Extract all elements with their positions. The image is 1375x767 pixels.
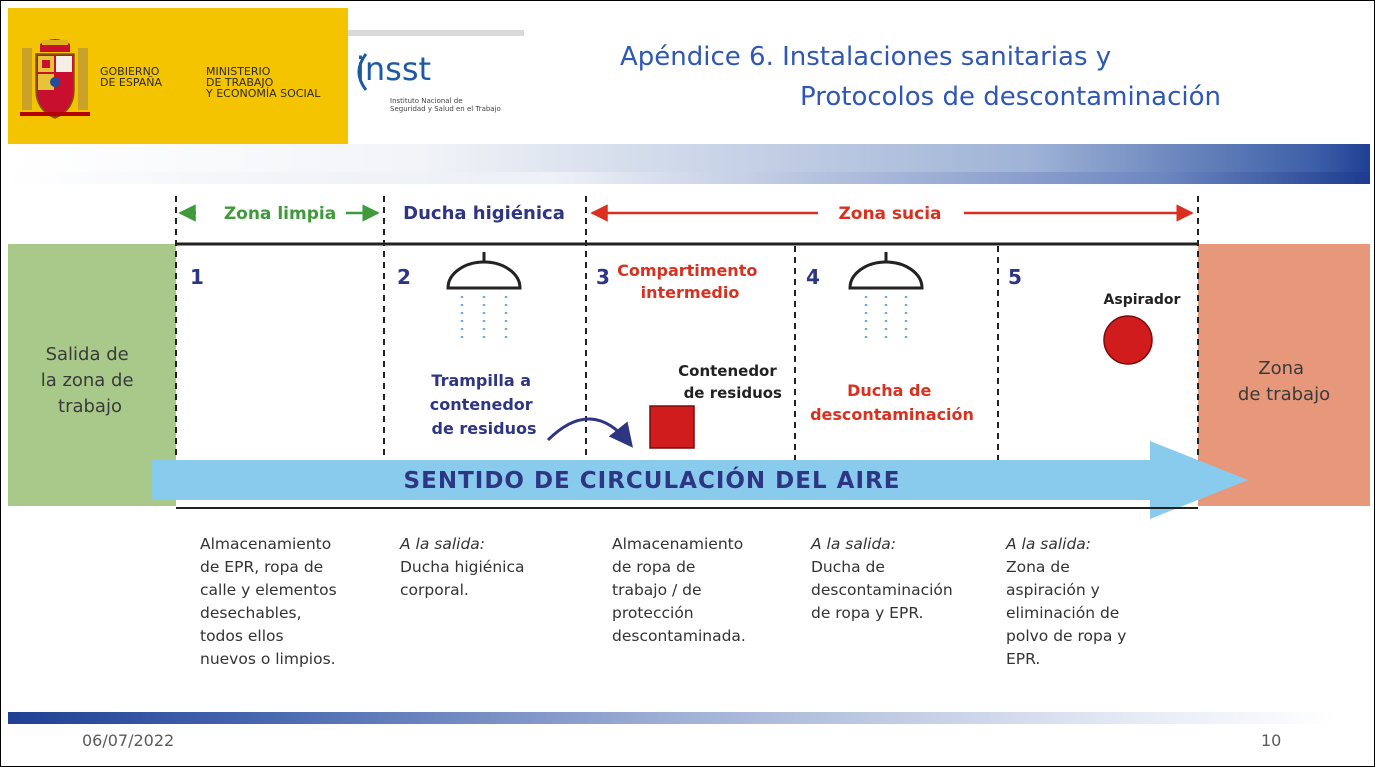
government-label: GOBIERNO DE ESPAÑA <box>100 65 163 89</box>
compartment-number-2: 2 <box>397 265 411 289</box>
exit-zone-label: Salida de la zona de trabajo <box>41 344 140 417</box>
footer-gradient-bar <box>8 712 1338 724</box>
work-zone-label: Zona de trabajo <box>1238 358 1330 405</box>
coat-of-arms-icon <box>20 39 90 119</box>
footer-date: 06/07/2022 <box>82 731 175 750</box>
compartment-number-1: 1 <box>190 265 204 289</box>
description-4: A la salida: Ducha de descontaminación d… <box>810 535 958 622</box>
page-title-line2: Protocolos de descontaminación <box>800 82 1221 112</box>
ducha-higienica-label: Ducha higiénica <box>403 203 565 224</box>
compartment-number-4: 4 <box>806 265 820 289</box>
contenedor-label: Contenedor de residuos <box>678 362 782 402</box>
header-gradient-bar <box>8 144 1370 184</box>
waste-container-icon <box>649 405 695 449</box>
insst-subtitle: Instituto Nacional de Seguridad y Salud … <box>390 97 501 113</box>
compartimento-intermedio-label: Compartimento intermedio <box>617 261 763 302</box>
exit-zone-block <box>8 244 176 506</box>
trampilla-label: Trampilla a contenedor de residuos <box>430 371 539 438</box>
description-2: A la salida: Ducha higiénica corporal. <box>399 535 529 599</box>
zona-sucia-label: Zona sucia <box>838 204 941 224</box>
compartment-number-3: 3 <box>596 265 610 289</box>
decon-shower-head-icon <box>848 252 924 290</box>
trampilla-arrow <box>546 417 633 448</box>
shower-head-icon <box>446 252 522 290</box>
insst-arc-icon <box>357 53 368 91</box>
shower-water-icon <box>460 296 508 340</box>
logo-separator <box>348 30 524 39</box>
description-5: A la salida: Zona de aspiración y elimin… <box>1005 535 1131 668</box>
decon-shower-water-icon <box>864 296 908 340</box>
air-flow-arrow <box>152 441 1248 519</box>
page-title-line1: Apéndice 6. Instalaciones sanitarias y <box>620 42 1112 72</box>
air-flow-label: SENTIDO DE CIRCULACIÓN DEL AIRE <box>404 466 901 494</box>
zona-limpia-label: Zona limpia <box>224 204 336 224</box>
insst-logo-panel <box>348 36 524 144</box>
aspirador-label: Aspirador <box>1104 292 1181 308</box>
insst-logo: insst <box>356 50 432 88</box>
compartment-number-5: 5 <box>1008 265 1022 289</box>
ducha-descontaminacion-label: Ducha de descontaminación <box>810 381 974 424</box>
vacuum-icon <box>1103 315 1153 365</box>
description-3: Almacenamiento de ropa de trabajo / de p… <box>612 535 748 645</box>
work-zone-block <box>1198 244 1370 506</box>
page-number: 10 <box>1261 731 1282 750</box>
ministry-label: MINISTERIO DE TRABAJO Y ECONOMÍA SOCIAL <box>206 65 321 100</box>
description-1: Almacenamiento de EPR, ropa de calle y e… <box>200 535 342 668</box>
